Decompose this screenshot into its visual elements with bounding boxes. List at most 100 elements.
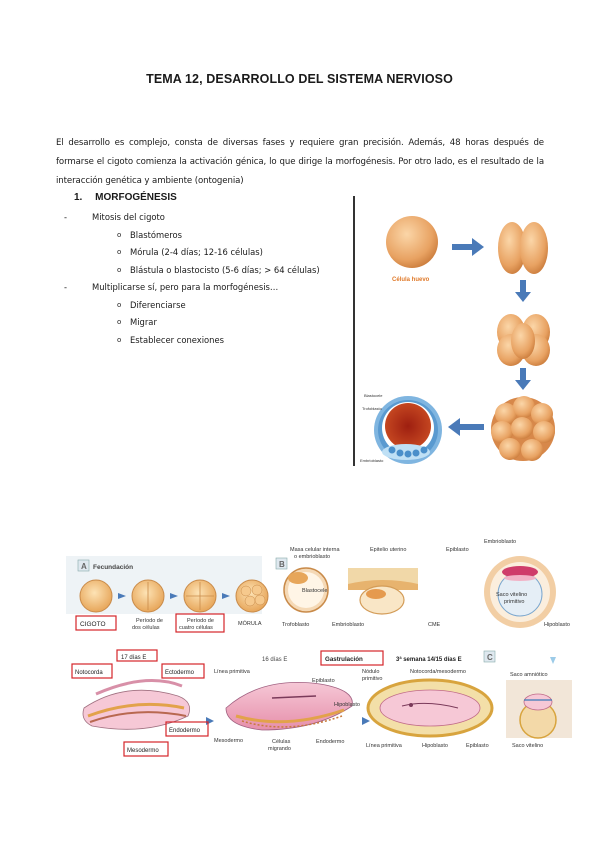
saco-vitelino-primitivo-label: Saco vitelino: [496, 592, 527, 598]
periodo-cuatro-label: Período de: [187, 618, 214, 624]
cigoto-label: CIGOTO: [80, 621, 106, 628]
saco-vitelino-label: Saco vitelino: [512, 743, 543, 749]
gastrulacion-label: Gastrulación: [325, 656, 363, 663]
saco-amniotico-label: Saco amniótico: [510, 672, 548, 678]
endodermo-label: Endodermo: [169, 728, 201, 734]
development-figure: A Fecundación CIGOTO Período de dos célu…: [66, 539, 572, 757]
linea-primitiva-label: Línea primitiva: [214, 669, 251, 675]
section-heading: 1. MORFOGÉNESIS: [74, 192, 177, 203]
arrow-right-icon: [118, 593, 126, 599]
divider-line: [353, 196, 355, 466]
morula-label: MÓRULA: [238, 620, 262, 627]
embrioblasto-top-label: Embrioblasto: [484, 539, 516, 545]
gastrulacion-box: [320, 650, 384, 666]
blastocele-label: Blastocele: [302, 588, 327, 594]
ectodermo-box: [161, 663, 205, 679]
mesodermo-box-label: Mesodermo: [127, 748, 159, 754]
hipoblasto-top-label: Hipoblasto: [544, 622, 570, 628]
bilaminar-disc-icon: [484, 556, 556, 628]
cleavage-figure: Célula huevo: [360, 216, 555, 464]
nodulo-label-2: primitivo: [362, 676, 382, 682]
list-subitem-label: Blastómeros: [130, 229, 183, 240]
dias16-label: 16 días E: [262, 657, 287, 663]
arrow-right-icon: [222, 593, 230, 599]
dias17-box: [116, 649, 158, 662]
arrow-left-icon: [206, 717, 214, 725]
cigoto-box: [75, 615, 117, 631]
cme-label: CME: [428, 622, 441, 628]
trofoblasto-label: Trofoblasto: [362, 406, 383, 411]
periodo-cuatro-box: [175, 613, 225, 633]
mesodermo-mid-label: Mesodermo: [214, 738, 243, 744]
arrow-left-icon: [448, 418, 484, 436]
ectodermo-label: Ectodermo: [165, 670, 195, 676]
intro-paragraph: El desarrollo es complejo, consta de div…: [56, 134, 544, 191]
morula-stage-icon: [235, 579, 269, 613]
periodo-dos-label: Período de: [136, 618, 163, 624]
fecundacion-label: Fecundación: [93, 564, 133, 571]
panel-b-label: B: [279, 560, 285, 569]
arrow-right-icon: [452, 238, 484, 256]
morula-icon: [491, 396, 555, 461]
endodermo-box: [165, 721, 209, 737]
celulas-label: Células: [272, 739, 291, 745]
arrow-right-icon: [170, 593, 178, 599]
list-subitem-label: Establecer conexiones: [130, 334, 225, 345]
two-cell-stage-icon: [131, 579, 165, 613]
hipoblasto-c-label: Hipoblasto: [422, 743, 448, 749]
egg-cell-icon: [386, 216, 438, 268]
list-subitem-label: Migrar: [130, 317, 157, 327]
trofoblasto-label: Trofoblasto: [282, 622, 309, 628]
four-cell-stage-icon: [183, 579, 217, 613]
notocorda-label: Notocorda: [75, 670, 103, 676]
egg-label: Célula huevo: [392, 277, 430, 283]
list-subitem-label: Blástula o blastocisto (5-6 días; > 64 c…: [130, 264, 320, 275]
arrow-down-icon: [515, 280, 531, 302]
notocorda-meso-label: Notocorda/mesodermo: [410, 669, 466, 675]
list-item-label: Multiplicarse sí, pero para la morfogéne…: [92, 282, 279, 292]
periodo-dos-label-2: dos células: [132, 625, 160, 631]
list-subitem-label: Mórula (2-4 días; 12-16 células): [130, 247, 263, 257]
mesodermo-box: [123, 741, 169, 757]
panel-a-badge: [77, 559, 90, 572]
semana3-label: 3ª semana 14/15 días E: [396, 656, 462, 663]
epiblasto-c-label: Epiblasto: [466, 743, 489, 749]
nodulo-label: Nódulo: [362, 669, 379, 675]
panel-a-label: A: [81, 562, 87, 571]
panel-c-label: C: [487, 653, 493, 662]
panel-c-badge: [483, 650, 496, 663]
hipoblasto-mid-label: Hipoblasto: [334, 702, 360, 708]
blastocyst-icon: [374, 396, 442, 464]
zygote-icon: [79, 579, 113, 613]
trilaminar-disc-icon: [82, 679, 191, 730]
intro-text: El desarrollo es complejo, consta de div…: [56, 138, 544, 186]
notocorda-box: [71, 663, 113, 679]
implantation-icon: [348, 568, 418, 615]
epiblasto-top-label: Epiblasto: [446, 547, 469, 553]
blastocyst-icon: [283, 567, 329, 613]
list-item: -Mitosis del cigoto: [64, 209, 344, 227]
gastrulating-disc-icon: [225, 682, 353, 731]
panel-b-badge: [275, 557, 288, 570]
arrow-left-icon: [362, 717, 370, 725]
embrioblasto-label: Embrioblasto: [332, 622, 364, 628]
arrow-down-icon: [515, 368, 531, 390]
linea-primitiva-c-label: Línea primitiva: [366, 743, 403, 749]
blastocele-label: Blastocele: [364, 393, 383, 398]
list-item-label: Mitosis del cigoto: [92, 212, 165, 222]
saco-vitelino-primitivo-label-2: primitivo: [504, 599, 524, 605]
list-subitem-label: Diferenciarse: [130, 299, 186, 310]
epitelio-label: Epitelio uterino: [370, 547, 406, 553]
arrow-down-icon: [550, 657, 556, 664]
amniotic-sac-icon: [506, 680, 572, 739]
celulas-label-2: migrando: [268, 746, 291, 752]
list-item: -Multiplicarse sí, pero para la morfogén…: [64, 279, 344, 297]
embrioblasto-label: Embrioblasto: [360, 458, 384, 463]
